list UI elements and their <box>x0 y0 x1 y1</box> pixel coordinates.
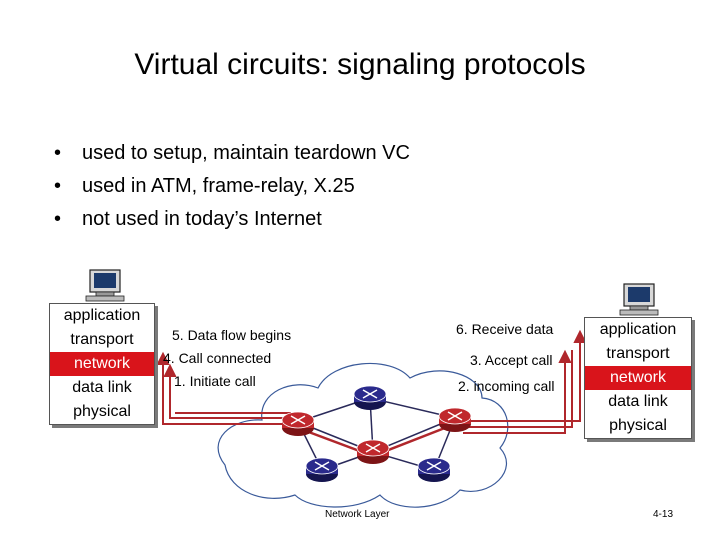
layer-data-link: data link <box>72 379 132 396</box>
layer-physical: physical <box>609 417 667 434</box>
bullet-list: used to setup, maintain teardown VC used… <box>54 137 410 236</box>
router-icon <box>417 457 451 482</box>
right-arrows <box>558 329 587 363</box>
step-label-data-flow-begins: 5. Data flow begins <box>172 327 292 343</box>
step-label-receive-data: 6. Receive data <box>456 321 554 337</box>
left-arrows <box>156 351 177 412</box>
bullet-item: used in ATM, frame-relay, X.25 <box>54 170 410 203</box>
layer-physical: physical <box>73 403 131 420</box>
left-signaling-path <box>162 412 292 425</box>
step-label-initiate-call: 1. Initiate call <box>174 373 256 389</box>
page-number: 4-13 <box>653 509 674 520</box>
router-icon <box>281 411 315 436</box>
computer-icon <box>85 269 125 302</box>
arrow-head <box>163 363 177 377</box>
router-icon <box>438 407 472 432</box>
bullet-item: used to setup, maintain teardown VC <box>54 137 410 170</box>
layer-data-link: data link <box>608 393 668 410</box>
arrow-head <box>156 351 170 365</box>
arrow-head <box>558 349 572 363</box>
bullet-item: not used in today’s Internet <box>54 203 410 236</box>
footer-center: Network Layer <box>325 509 390 520</box>
arrow-head <box>573 329 587 343</box>
layer-transport: transport <box>606 345 670 362</box>
layer-transport: transport <box>70 331 134 348</box>
router-icon <box>353 385 387 410</box>
protocol-stack-left: application transport network data link … <box>49 303 155 425</box>
computer-icon <box>619 283 659 316</box>
router-icon <box>356 439 390 464</box>
protocol-stack-right: application transport network data link … <box>584 317 692 439</box>
slide-title: Virtual circuits: signaling protocols <box>134 48 586 81</box>
right-signaling-path <box>463 340 581 434</box>
step-label-call-connected: 4. Call connected <box>163 350 272 366</box>
step-label-incoming-call: 2. incoming call <box>458 378 555 394</box>
router-icon <box>305 457 339 482</box>
layer-network: network <box>585 366 691 390</box>
layer-network: network <box>50 352 154 376</box>
layer-application: application <box>599 321 677 338</box>
step-label-accept-call: 3. Accept call <box>470 352 553 368</box>
layer-application: application <box>63 307 141 324</box>
